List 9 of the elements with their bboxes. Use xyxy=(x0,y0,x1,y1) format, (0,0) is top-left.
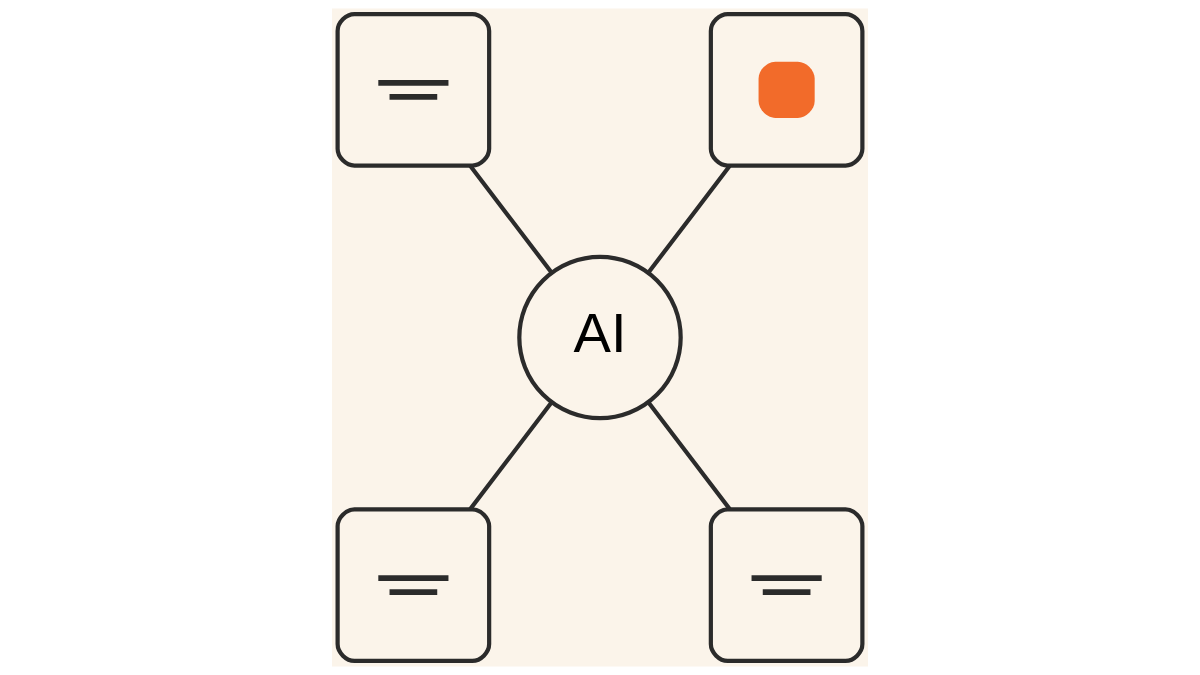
node-box xyxy=(708,507,865,664)
connector xyxy=(646,401,732,511)
connector xyxy=(468,164,554,274)
connector xyxy=(468,401,554,511)
node-box xyxy=(335,507,492,664)
node-box xyxy=(708,11,865,168)
node-circle: AI xyxy=(517,254,683,421)
connector xyxy=(646,164,732,274)
node-box xyxy=(335,11,492,168)
